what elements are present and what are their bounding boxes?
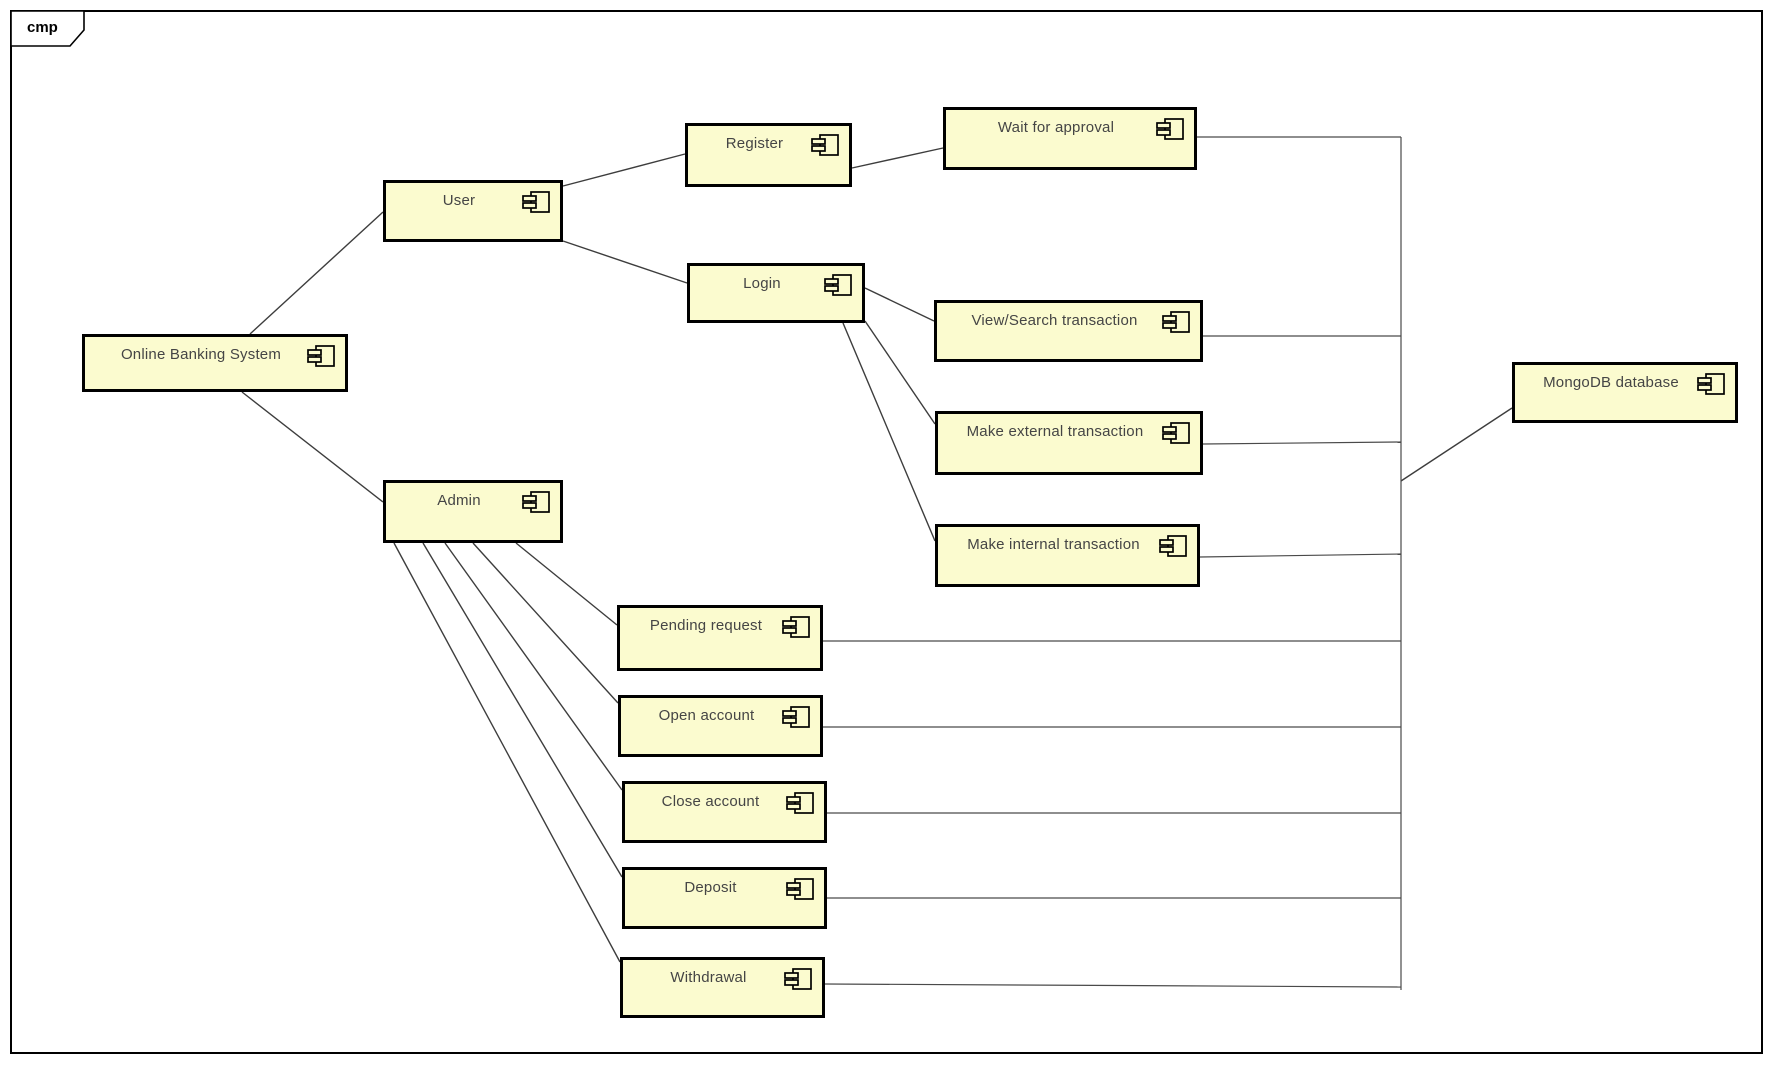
component-withdrawal[interactable]: Withdrawal <box>620 957 825 1018</box>
frame-label: cmp <box>11 11 84 46</box>
connector-line <box>241 391 384 503</box>
component-label: Register <box>725 135 784 152</box>
connector-line <box>249 211 384 335</box>
component-label: Deposit <box>684 879 737 896</box>
frame-tab <box>10 10 85 47</box>
connector-line <box>515 542 618 626</box>
component-close-account[interactable]: Close account <box>622 781 827 843</box>
connector-line <box>444 542 623 791</box>
component-label: View/Search transaction <box>971 312 1138 329</box>
component-mongodb-database[interactable]: MongoDB database <box>1512 362 1738 423</box>
component-label: Open account <box>658 707 755 724</box>
connector-group <box>241 147 1513 963</box>
connector-line <box>562 240 688 284</box>
frame-label-text: cmp <box>27 19 58 36</box>
connector-line <box>864 287 935 322</box>
connector-line <box>864 320 936 425</box>
component-admin[interactable]: Admin <box>383 480 563 543</box>
component-label: Admin <box>437 492 481 509</box>
component-make-external-transaction[interactable]: Make external transaction <box>935 411 1203 475</box>
component-label: MongoDB database <box>1543 374 1679 391</box>
connector-line <box>393 542 621 963</box>
component-icon <box>1697 373 1725 395</box>
component-open-account[interactable]: Open account <box>618 695 823 757</box>
diagram-frame-border <box>10 10 1763 1054</box>
connector-line <box>851 147 944 169</box>
component-label: Withdrawal <box>670 969 747 986</box>
component-icon <box>786 878 814 900</box>
component-pending-request[interactable]: Pending request <box>617 605 823 671</box>
component-icon <box>786 792 814 814</box>
component-wait-for-approval[interactable]: Wait for approval <box>943 107 1197 170</box>
component-make-internal-transaction[interactable]: Make internal transaction <box>935 524 1200 587</box>
component-icon <box>811 134 839 156</box>
component-label: Login <box>743 275 781 292</box>
connector-line <box>1400 407 1513 482</box>
component-login[interactable]: Login <box>687 263 865 323</box>
connector-line <box>422 542 623 878</box>
component-label: Make external transaction <box>966 423 1144 440</box>
connector-line <box>824 983 1402 988</box>
component-icon <box>1162 311 1190 333</box>
connector-line <box>1202 441 1402 445</box>
component-label: Wait for approval <box>997 119 1115 136</box>
component-icon <box>522 491 550 513</box>
component-label: Close account <box>661 793 760 810</box>
component-view-search-transaction[interactable]: View/Search transaction <box>934 300 1203 362</box>
component-deposit[interactable]: Deposit <box>622 867 827 929</box>
component-label: Make internal transaction <box>967 536 1140 553</box>
component-icon <box>1156 118 1184 140</box>
component-online-banking-system[interactable]: Online Banking System <box>82 334 348 392</box>
component-icon <box>1162 422 1190 444</box>
component-label: User <box>442 192 476 209</box>
connector-line <box>562 153 686 187</box>
component-icon <box>1159 535 1187 557</box>
component-register[interactable]: Register <box>685 123 852 187</box>
component-icon <box>782 616 810 638</box>
component-icon <box>782 706 810 728</box>
component-icon <box>307 345 335 367</box>
frame-tab-shape <box>10 10 85 47</box>
component-icon <box>522 191 550 213</box>
bus-group <box>823 136 1402 990</box>
component-user[interactable]: User <box>383 180 563 242</box>
connector-line <box>842 322 936 542</box>
connector-line <box>1199 553 1402 558</box>
component-icon <box>824 274 852 296</box>
component-label: Online Banking System <box>120 346 282 363</box>
connector-line <box>472 542 619 704</box>
component-label: Pending request <box>649 617 763 634</box>
component-icon <box>784 968 812 990</box>
